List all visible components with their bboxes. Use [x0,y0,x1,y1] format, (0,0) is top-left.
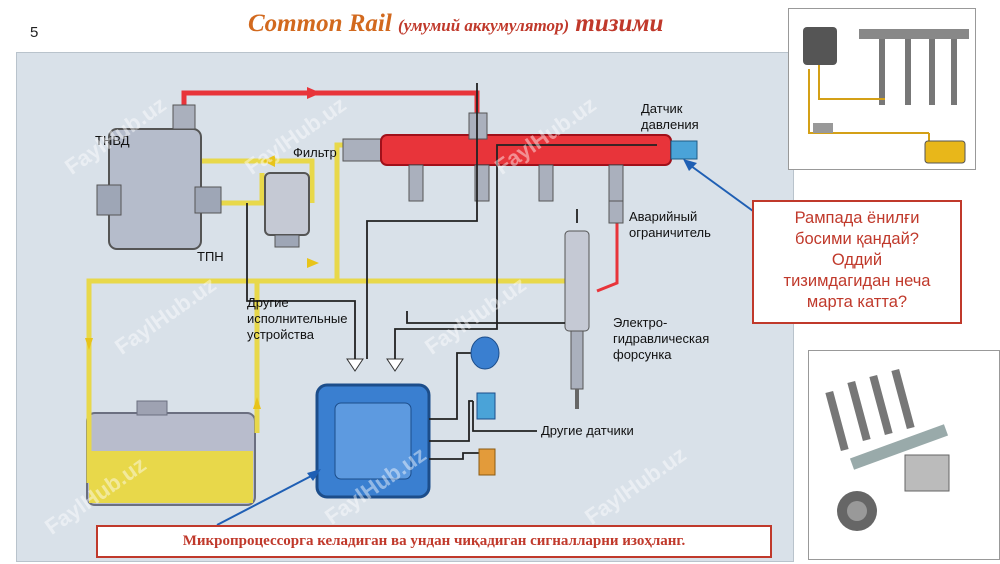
label-actuators-line2: исполнительные [247,311,348,326]
title-tail: тизими [575,10,664,37]
fuel-rail [342,112,698,166]
callout-line1: Рампада ёнилғи [794,209,920,227]
callout-line4: тизимдагидан неча [783,272,931,290]
sensors [470,336,500,476]
question-callout: Рампада ёнилғи босими қандай? Оддий тизи… [752,200,962,324]
label-pressure-sensor-line2: давления [641,117,699,132]
callout-pointer [686,162,754,212]
label-actuators: Другие исполнительные устройства [247,295,348,343]
diagram-drawing [85,83,754,526]
label-emergency-line2: ограничитель [629,225,711,240]
slide-title: Common Rail (умумий аккумулятор) тизими [248,10,663,38]
label-actuators-line3: устройства [247,327,314,342]
high-pressure-arrow [307,87,321,99]
fuel-filter [264,172,310,248]
bottom-question: Микропроцессорга келадиган ва ундан чиқа… [96,525,772,558]
label-injector-line3: форсунка [613,347,672,362]
signal-wiring [246,83,657,460]
callout-line3: Оддий [831,251,883,269]
label-filter: Фильтр [293,145,337,160]
question-pointer-head [307,469,321,481]
title-subtitle: (умумий аккумулятор) [398,16,570,35]
label-emergency-limiter: Аварийный ограничитель [629,209,711,241]
label-actuators-line1: Другие [247,295,289,310]
ecu-input-arrows [346,358,404,372]
high-pressure-line [181,90,480,123]
label-other-sensors: Другие датчики [541,423,634,438]
electro-hydraulic-injector [564,230,590,409]
label-emergency-line1: Аварийный [629,209,698,224]
ecu-block [315,383,431,499]
high-pressure-pump [96,104,222,250]
inset-photo-drawing [825,368,950,531]
inset-system-schematic [788,8,976,170]
callout-pointer-head [683,159,697,171]
label-injector-line2: гидравлическая [613,331,710,346]
label-pressure-sensor: Датчик давления [641,101,699,133]
label-tnvd: ТНВД [95,133,130,148]
label-pressure-sensor-line1: Датчик [641,101,683,116]
emergency-limiter [608,200,624,224]
fuel-tank [86,400,256,506]
rail-injector-outlets [408,164,624,202]
flow-arrows-low [85,155,319,409]
slide-number: 5 [30,24,39,41]
question-pointer [216,472,318,526]
common-rail-diagram: ТНВД Фильтр ТПН Датчик давления Аварийны… [16,52,794,562]
label-injector-line1: Электро- [613,315,668,330]
inset-component-photo [808,350,1000,560]
callout-line2: босими қандай? [795,230,919,248]
callout-line5: марта катта? [806,293,908,311]
label-injector: Электро- гидравлическая форсунка [613,315,709,363]
inset-schematic-drawing [803,27,969,164]
title-main: Common Rail [248,10,392,37]
label-tpn: ТПН [197,249,224,264]
